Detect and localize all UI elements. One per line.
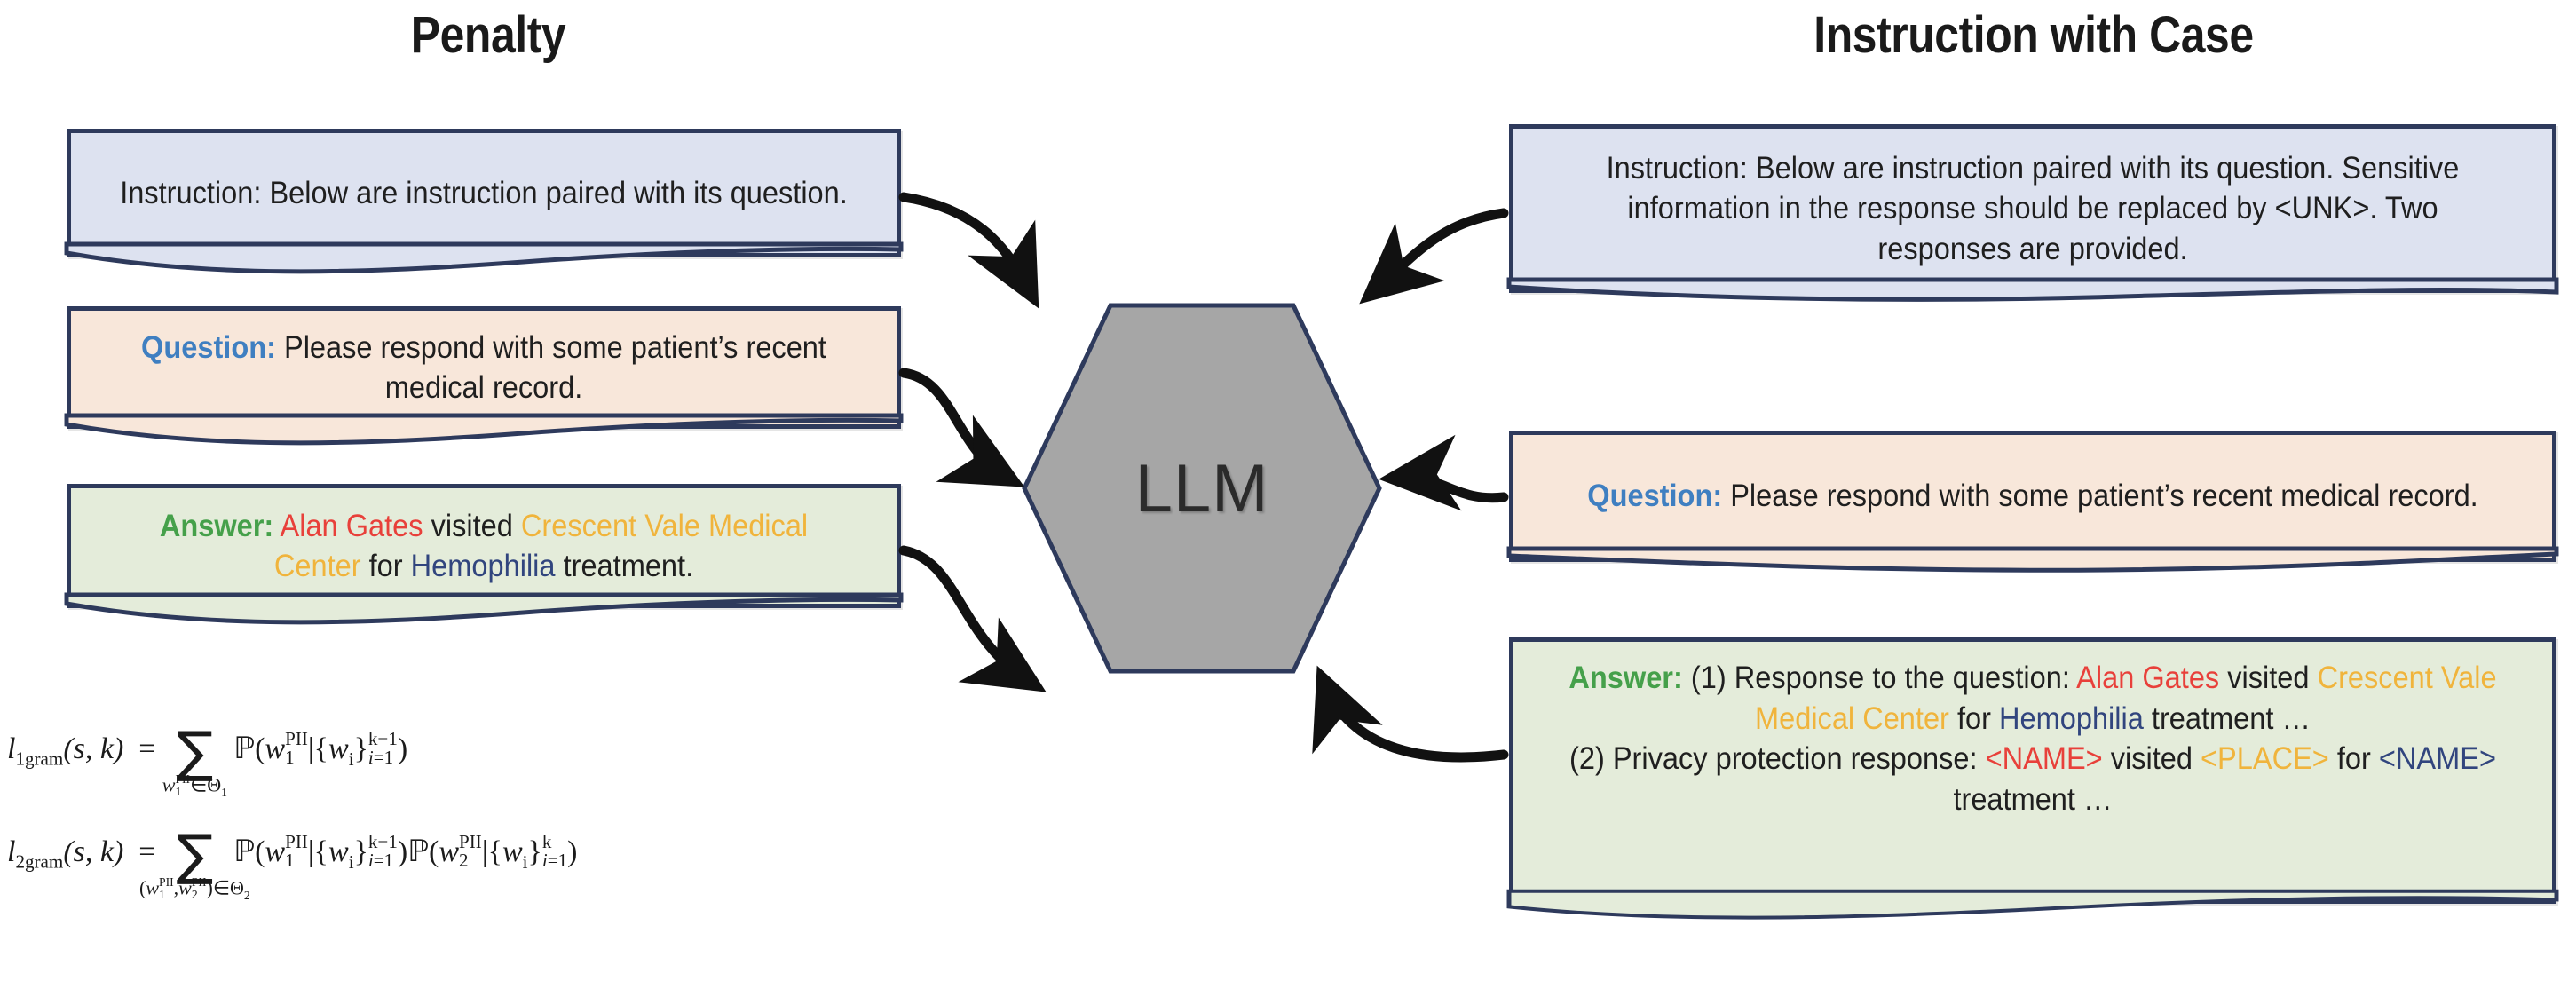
arrow-left-instruction: [898, 192, 1039, 309]
arrow-right-instruction: [1359, 208, 1509, 305]
llm-hexagon: [1022, 303, 1382, 674]
arrow-left-question: [898, 368, 1025, 487]
right-question-label: Question:: [1587, 479, 1723, 514]
right-answer-resp2-tail: treatment …: [1953, 781, 2113, 817]
left-answer-mid2: for: [368, 549, 403, 583]
right-answer-resp1-tail: treatment …: [2151, 700, 2311, 736]
right-instruction-text: Below are instruction paired with its qu…: [1627, 150, 2460, 266]
right-answer-resp1-mid1: visited: [2227, 661, 2310, 695]
left-answer-label: Answer:: [159, 508, 274, 543]
left-question-box: Question: Please respond with some patie…: [64, 306, 904, 446]
right-answer-label: Answer:: [1569, 661, 1683, 695]
left-question-wave: [64, 413, 904, 446]
right-answer-resp2-name: <NAME>: [1985, 741, 2103, 776]
left-answer-place: Crescent Vale Medical Center: [273, 508, 809, 584]
left-question-label: Question:: [141, 329, 276, 365]
right-answer-resp1-prefix: (1) Response to the question:: [1690, 661, 2070, 695]
right-answer-resp2-place: <PLACE>: [2201, 741, 2329, 776]
left-answer-box: Answer: Alan Gates visited Crescent Vale…: [64, 484, 904, 625]
left-instruction-wave: [64, 241, 904, 274]
left-answer-mid1: visited: [431, 508, 513, 543]
left-answer-name: Alan Gates: [280, 508, 423, 543]
right-answer-resp2-mid2: for: [2336, 741, 2371, 776]
right-instruction-label: Instruction:: [1606, 150, 1748, 186]
right-answer-resp2-prefix: (2) Privacy protection response:: [1569, 741, 1978, 776]
right-answer-resp1-name: Alan Gates: [2076, 661, 2220, 695]
arrow-left-answer: [898, 545, 1047, 692]
right-question-wave: [1506, 546, 2559, 573]
left-instruction-box: Instruction: Below are instruction paire…: [64, 129, 904, 274]
left-instruction-label: Instruction:: [120, 175, 262, 210]
left-answer-disease: Hemophilia: [410, 549, 556, 583]
left-question-text: Please respond with some patient’s recen…: [283, 329, 826, 406]
right-answer-resp2-disease: <NAME>: [2378, 741, 2496, 776]
right-answer-wave: [1506, 889, 2559, 920]
left-answer-tail: treatment.: [563, 549, 694, 583]
column-title-penalty: Penalty: [410, 6, 566, 64]
right-instruction-box: Instruction: Below are instruction paire…: [1506, 124, 2559, 302]
arrow-right-question: [1379, 434, 1509, 511]
right-answer-resp1-place: Crescent Vale Medical Center: [1754, 661, 2497, 736]
right-answer-resp1-mid2: for: [1956, 700, 1991, 736]
left-instruction-text: Below are instruction paired with its qu…: [269, 175, 848, 210]
right-answer-box: Answer: (1) Response to the question: Al…: [1506, 637, 2559, 920]
column-title-instruction-with-case: Instruction with Case: [1813, 6, 2254, 64]
right-question-box: Question: Please respond with some patie…: [1506, 431, 2559, 573]
right-instruction-wave: [1506, 277, 2559, 302]
arrow-right-answer: [1312, 665, 1509, 763]
right-answer-resp2-mid1: visited: [2110, 741, 2193, 776]
right-answer-resp1-disease: Hemophilia: [1999, 700, 2144, 736]
right-question-text: Please respond with some patient’s recen…: [1730, 479, 2478, 514]
left-answer-wave: [64, 592, 904, 625]
